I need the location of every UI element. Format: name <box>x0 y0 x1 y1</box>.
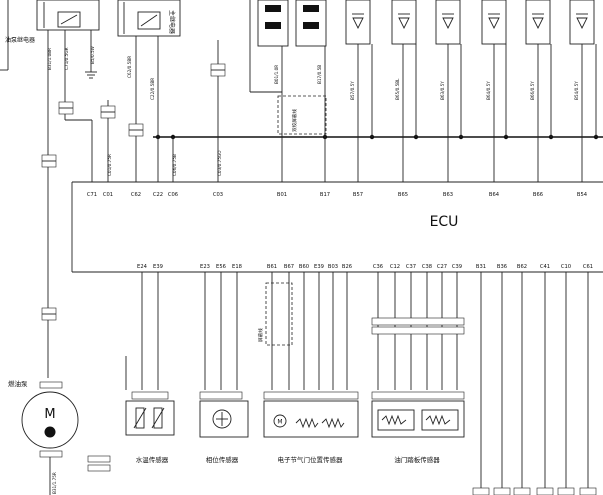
pin-label: B54 <box>577 192 588 198</box>
shield-label: 屏蔽线 <box>257 328 264 342</box>
wire-label: B65/0.5BL <box>395 78 400 100</box>
injector <box>481 0 507 182</box>
pin-label: B66 <box>533 192 543 198</box>
wire-label: B57/0.5Y <box>350 81 355 100</box>
wire-label: B17/0.5B <box>317 65 322 84</box>
pin-label: B57 <box>353 192 363 198</box>
relay-wiring: C01/0.75R <box>41 48 116 378</box>
injector <box>345 0 371 182</box>
wire-label: B31/1.0BR <box>47 48 52 70</box>
pin-label: B31 <box>476 264 486 270</box>
pin-label: B62 <box>517 264 527 270</box>
pin-label: B63 <box>443 192 453 198</box>
wire-label: B5/0.5W <box>90 46 95 64</box>
pin-label: E23 <box>200 264 210 270</box>
pin-label: C38 <box>422 264 432 270</box>
fuel-pump-label: 燃油泵 <box>8 379 28 388</box>
pin-label: E18 <box>232 264 242 270</box>
pin-label: C03 <box>213 192 223 198</box>
coolant-sensor: 水温传感器 <box>125 272 175 464</box>
pin-label: C10 <box>561 264 571 270</box>
cam-sensor: 相位传感器 <box>199 272 249 464</box>
pin-label: C22 <box>153 192 163 198</box>
wire-label: C22/0.5BR <box>150 78 155 100</box>
ignition-coils: B01/1.0R B17/0.5B 双绞屏蔽线 <box>249 0 327 182</box>
sensor-label: 油门踏板传感器 <box>394 455 440 464</box>
pin-label: C41 <box>540 264 550 270</box>
sensor-label: 相位传感器 <box>206 455 239 464</box>
pin-label: C27 <box>437 264 447 270</box>
pin-label: B61 <box>267 264 277 270</box>
injector <box>525 0 551 182</box>
pin-label: B36 <box>497 264 507 270</box>
wire-label: B64/0.5Y <box>486 81 491 100</box>
pin-label: B67 <box>284 264 294 270</box>
pin-label: B17 <box>320 192 330 198</box>
pin-label: B03 <box>328 264 338 270</box>
pedal-sensor: 油门踏板传感器 <box>371 272 465 464</box>
bottom-pin-labels: E24 E39 E23 E56 E18 B61 B67 B60 E39 B03 … <box>137 264 593 270</box>
pin-label: C39 <box>452 264 462 270</box>
ecu-block: ECU <box>71 181 603 273</box>
wire-label: C03/0.75GO <box>217 150 222 176</box>
main-relay: 主继电器 C62/0.5BR C22/0.5BR C06/0.75B <box>117 0 181 182</box>
left-edge-lines <box>0 0 9 71</box>
pin-label: B01 <box>277 192 287 198</box>
ecu-label: ECU <box>430 214 459 230</box>
wire-label: B63/0.5Y <box>440 81 445 100</box>
injector <box>391 0 417 182</box>
ground-bus <box>153 134 603 140</box>
pump-relay-label: 油泵继电器 <box>5 36 35 44</box>
sensor-label: 电子节气门位置传感器 <box>278 455 344 464</box>
motor-symbol: M <box>44 407 55 422</box>
pin-label: C12 <box>390 264 400 270</box>
pin-label: C36 <box>373 264 383 270</box>
pin-label: B26 <box>342 264 352 270</box>
pin-label: C61 <box>583 264 593 270</box>
wire-label: B66/0.5Y <box>530 81 535 100</box>
wire-label: C71/0.5GR <box>64 47 69 70</box>
pin-label: B65 <box>398 192 408 198</box>
pin-label: E56 <box>216 264 226 270</box>
wire-label: C01/0.75R <box>107 154 112 176</box>
right-outputs <box>472 272 597 495</box>
throttle-sensor: 屏蔽线 M 电子节气门位置传感器 <box>257 272 359 464</box>
fuel-pump: 燃油泵 M B31/1.75R <box>8 379 111 495</box>
pin-label: C62 <box>131 192 141 198</box>
wire-label: B54/0.5Y <box>574 81 579 100</box>
c03-wire: C03/0.75GO <box>210 40 226 182</box>
pin-label: C37 <box>406 264 416 270</box>
pin-label: E39 <box>153 264 163 270</box>
motor-symbol: M <box>277 419 282 426</box>
fuel-pump-relay: 油泵继电器 B31/1.0BR C71/0.5GR B5/0.5W <box>5 0 100 79</box>
wire-label: C06/0.75B <box>172 154 177 176</box>
injector <box>569 0 595 182</box>
pin-label: E24 <box>137 264 148 270</box>
twisted-label: 双绞屏蔽线 <box>291 109 298 132</box>
top-pin-labels: C71 C01 C62 C22 C06 C03 B01 B17 B57 B65 … <box>87 192 588 198</box>
main-relay-label: 主继电器 <box>168 10 176 34</box>
injectors: B57/0.5Y B65/0.5BL B63/0.5Y B64/0.5Y B66… <box>345 0 597 182</box>
injector <box>435 0 461 182</box>
wire-label: B01/1.0R <box>274 65 279 84</box>
pin-label: B60 <box>299 264 309 270</box>
pin-label: C06 <box>168 192 178 198</box>
wire-label: C62/0.5BR <box>127 56 132 78</box>
pin-label: C71 <box>87 192 97 198</box>
pin-label: E39 <box>314 264 324 270</box>
sensor-label: 水温传感器 <box>136 455 169 464</box>
pin-label: B64 <box>489 192 500 198</box>
pin-label: C01 <box>103 192 113 198</box>
wire-label: B31/1.75R <box>52 472 57 494</box>
